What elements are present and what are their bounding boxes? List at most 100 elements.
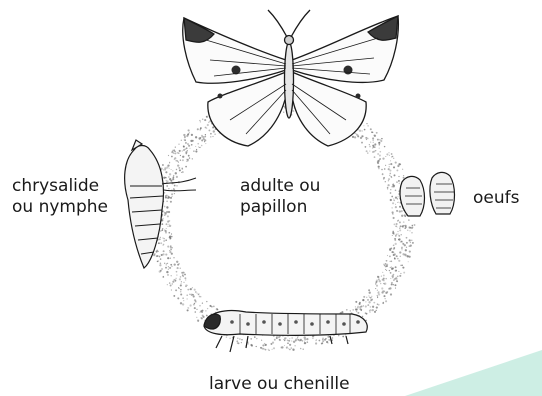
- ring-dot: [372, 151, 374, 153]
- ring-dot: [366, 139, 367, 140]
- ring-dot: [411, 232, 413, 234]
- ring-dot: [290, 347, 292, 349]
- ring-dot: [400, 273, 401, 274]
- ring-dot: [188, 133, 190, 135]
- ring-dot: [170, 237, 172, 239]
- ring-dot: [401, 247, 402, 248]
- ring-dot: [191, 294, 193, 296]
- ring-dot: [386, 153, 388, 155]
- ring-dot: [376, 310, 377, 311]
- ring-dot: [408, 239, 410, 241]
- ring-dot: [176, 169, 177, 170]
- ring-dot: [169, 282, 170, 283]
- green-accent-shape: [405, 350, 542, 396]
- ring-dot: [206, 315, 208, 317]
- ring-dot: [302, 340, 304, 342]
- ring-dot: [176, 185, 177, 186]
- ring-dot: [205, 134, 206, 135]
- ring-dot: [405, 226, 407, 228]
- ring-dot: [202, 119, 203, 120]
- ring-dot: [181, 140, 182, 141]
- ring-dot: [164, 212, 166, 214]
- ring-dot: [380, 140, 382, 142]
- ring-dot: [385, 278, 387, 280]
- ring-dot: [390, 278, 391, 279]
- ring-dot: [229, 338, 230, 339]
- ring-dot: [207, 124, 209, 126]
- ring-dot: [395, 189, 397, 191]
- ring-dot: [403, 175, 404, 176]
- ring-dot: [186, 159, 187, 160]
- ring-dot: [214, 133, 216, 135]
- ring-dot: [406, 242, 408, 244]
- ring-dot: [287, 342, 289, 344]
- ring-dot: [393, 200, 395, 202]
- ring-dot: [247, 343, 248, 344]
- ring-dot: [291, 337, 293, 339]
- ring-dot: [395, 204, 396, 205]
- ring-dot: [367, 304, 369, 306]
- ring-dot: [389, 166, 390, 167]
- ring-dot: [208, 122, 209, 123]
- ring-dot: [395, 162, 397, 164]
- ring-dot: [276, 336, 277, 337]
- ring-dot: [379, 154, 381, 156]
- ring-dot: [160, 258, 161, 259]
- ring-dot: [378, 291, 379, 292]
- ring-dot: [403, 177, 405, 179]
- ring-dot: [327, 342, 328, 343]
- ring-dot: [291, 340, 292, 341]
- ring-dot: [322, 338, 323, 339]
- ring-dot: [216, 308, 218, 310]
- ring-dot: [395, 235, 397, 237]
- ring-dot: [164, 192, 165, 193]
- ring-dot: [357, 307, 359, 309]
- ring-dot: [175, 280, 176, 281]
- ring-dot: [158, 242, 160, 244]
- ring-dot: [391, 248, 393, 250]
- ring-dot: [175, 172, 177, 174]
- ring-dot: [385, 300, 387, 302]
- ring-dot: [274, 339, 276, 341]
- label-adulte-line1: adulte ou: [240, 176, 320, 197]
- ring-dot: [210, 133, 212, 135]
- ring-dot: [171, 266, 172, 267]
- ring-dot: [203, 138, 205, 140]
- ring-dot: [162, 237, 163, 238]
- ring-dot: [363, 125, 364, 126]
- ring-dot: [367, 299, 369, 301]
- ring-dot: [237, 337, 239, 339]
- ring-dot: [390, 160, 391, 161]
- ring-dot: [414, 224, 416, 226]
- ring-dot: [395, 225, 397, 227]
- ring-dot: [169, 178, 171, 180]
- ring-dot: [184, 274, 186, 276]
- ring-dot: [287, 336, 288, 337]
- ring-dot: [412, 242, 414, 244]
- ring-dot: [199, 312, 200, 313]
- ring-dot: [404, 215, 405, 216]
- ring-dot: [342, 336, 344, 338]
- ring-dot: [369, 292, 371, 294]
- ring-dot: [170, 197, 172, 199]
- ring-dot: [312, 337, 314, 339]
- ring-dot: [369, 146, 371, 148]
- ring-dot: [383, 290, 384, 291]
- ring-dot: [399, 275, 401, 277]
- ring-dot: [169, 173, 171, 175]
- ring-dot: [177, 152, 179, 154]
- ring-dot: [202, 136, 204, 138]
- ring-dot: [184, 277, 186, 279]
- ring-dot: [409, 256, 411, 258]
- ring-dot: [378, 293, 380, 295]
- ring-dot: [367, 125, 368, 126]
- ring-dot: [166, 185, 168, 187]
- ring-dot: [356, 134, 358, 136]
- ring-dot: [359, 302, 361, 304]
- ring-dot: [300, 348, 302, 350]
- ring-dot: [388, 152, 389, 153]
- ring-dot: [164, 214, 166, 216]
- ring-dot: [165, 254, 167, 256]
- ring-dot: [332, 337, 334, 339]
- ring-dot: [213, 305, 215, 307]
